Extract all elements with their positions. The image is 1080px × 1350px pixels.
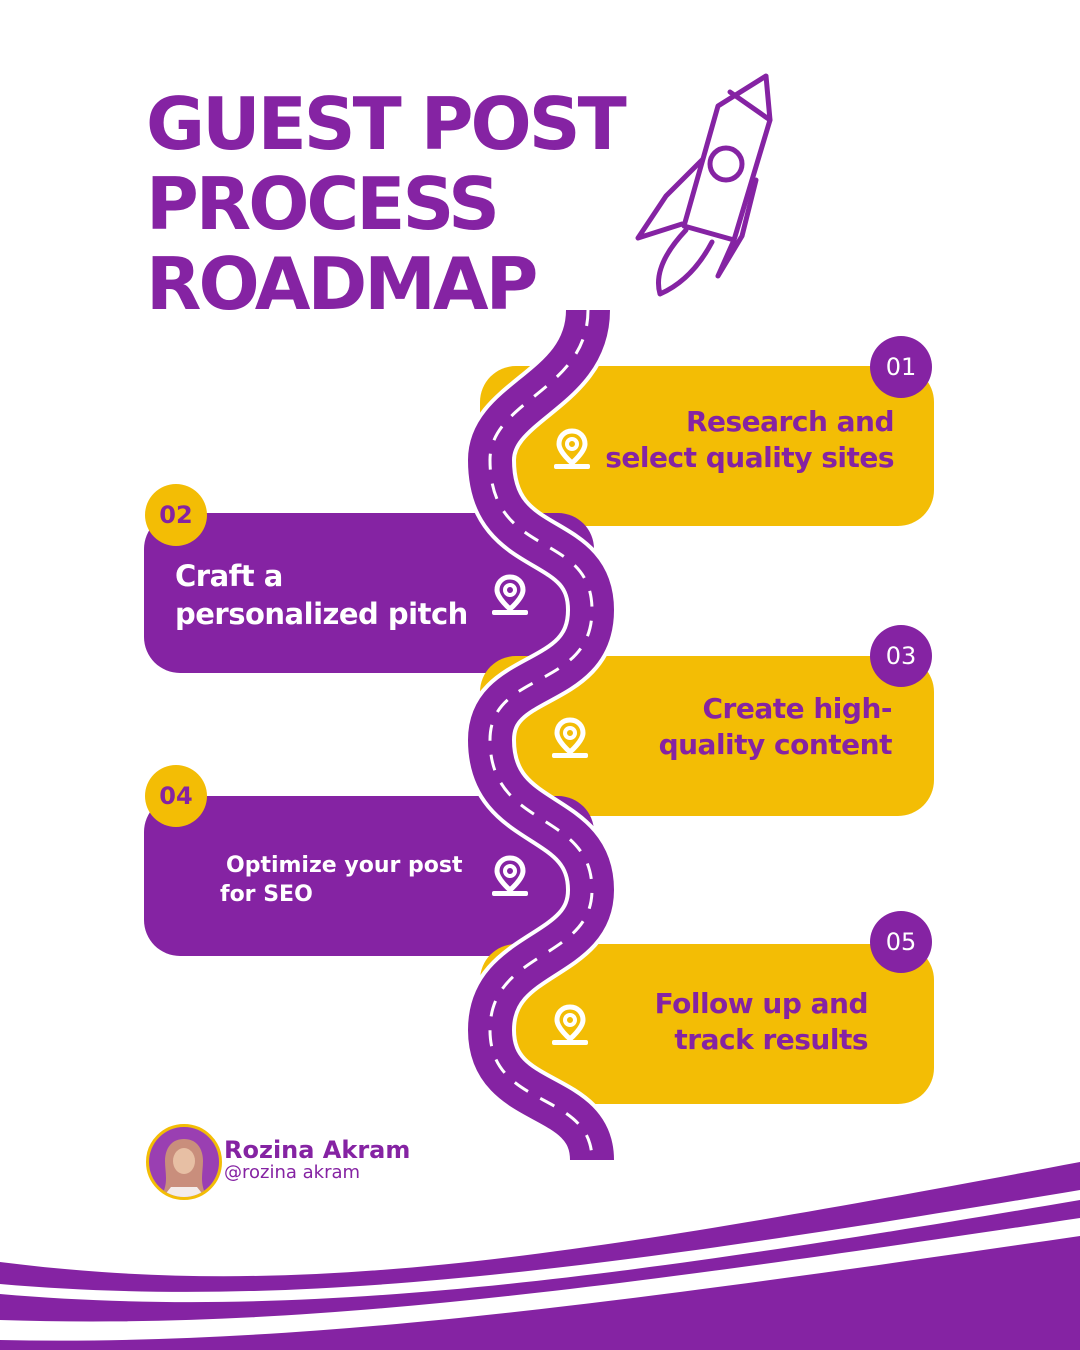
step-badge-05: 05 (870, 911, 932, 973)
step-text-03: Create high- quality content (658, 692, 893, 761)
step-text-04: Optimize your post for SEO (220, 853, 463, 907)
page-title: GUEST POST PROCESS ROADMAP (146, 82, 627, 326)
location-pin-icon (552, 717, 588, 758)
step-badge-03: 03 (870, 625, 932, 687)
author-handle: @rozina akram (224, 1162, 361, 1183)
step-badge-04: 04 (145, 765, 207, 827)
step-badge-02: 02 (145, 484, 207, 546)
title-line-3: ROADMAP (146, 242, 538, 326)
avatar (146, 1124, 222, 1200)
step-card-03: Create high- quality content (480, 656, 934, 816)
bottom-wave-decoration (0, 1162, 1080, 1350)
title-line-2: PROCESS (146, 162, 500, 246)
title-line-1: GUEST POST (146, 82, 627, 166)
author-name: Rozina Akram (224, 1136, 411, 1164)
location-pin-icon (552, 1004, 588, 1045)
step-text-01: Research and select quality sites (605, 405, 894, 474)
rocket-icon (635, 73, 773, 297)
location-pin-icon (492, 855, 528, 896)
step-text-05: Follow up and track results (654, 987, 869, 1056)
location-pin-icon (554, 428, 590, 469)
location-pin-icon (492, 574, 528, 615)
step-badge-01: 01 (870, 336, 932, 398)
step-text-02: Craft a personalized pitch (175, 559, 468, 631)
